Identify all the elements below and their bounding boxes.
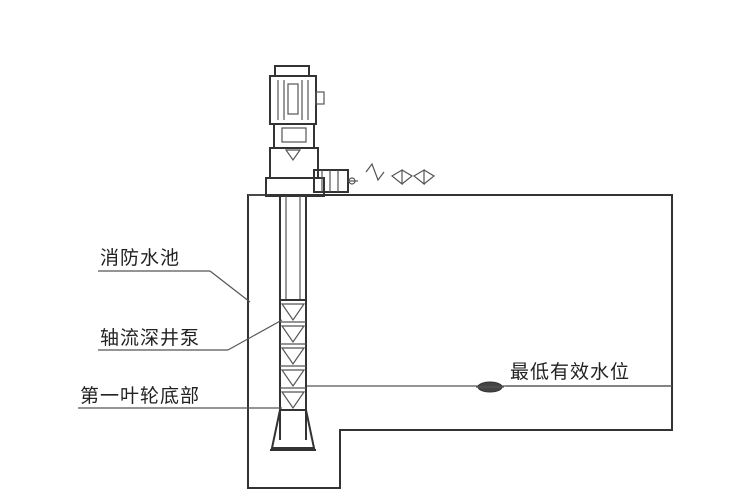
leader-lines <box>78 270 672 409</box>
impeller-bottom-label: 第一叶轮底部 <box>80 385 200 407</box>
tank-label: 消防水池 <box>100 247 180 269</box>
pump-column <box>279 196 307 440</box>
pump-coupling <box>265 123 325 197</box>
discharge-pipe <box>313 162 436 193</box>
min-water-level-label: 最低有效水位 <box>510 361 630 383</box>
pump-label: 轴流深井泵 <box>100 327 200 349</box>
pump-impeller-stages <box>279 299 307 411</box>
pump-motor <box>269 65 325 125</box>
fire-pool-tank <box>247 194 673 489</box>
min-water-level-line <box>306 381 672 393</box>
pump-suction-bell <box>270 409 316 451</box>
